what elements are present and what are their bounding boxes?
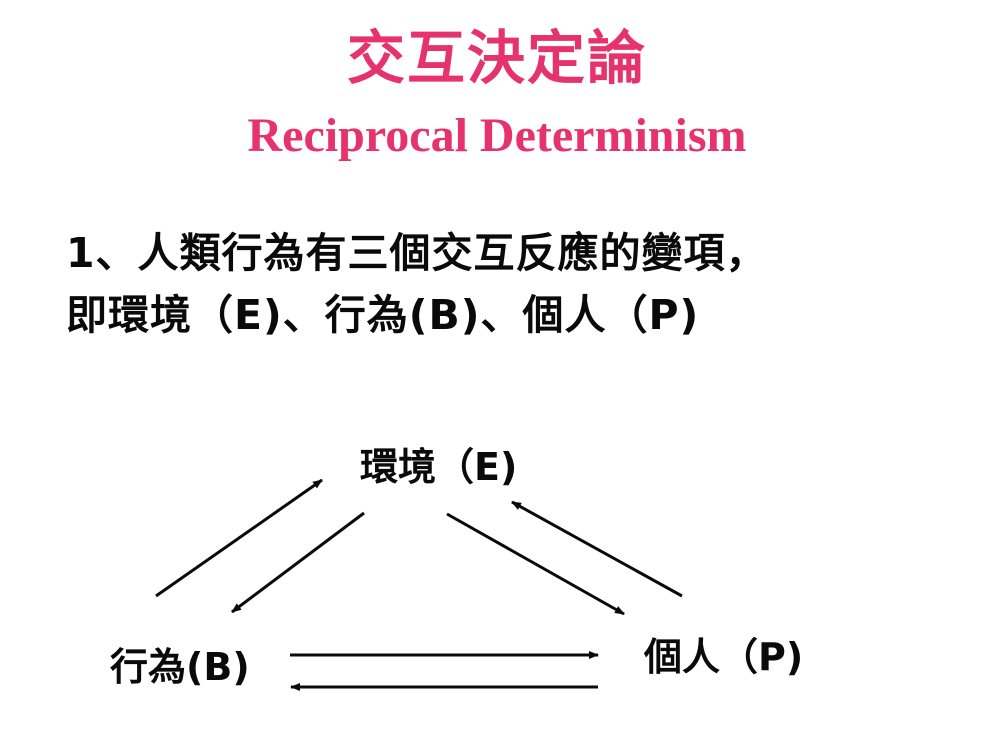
title-english: Reciprocal Determinism: [247, 109, 747, 162]
arrow-environment-to-behavior: [231, 511, 365, 614]
node-person: 個人（P): [644, 635, 804, 679]
node-behavior: 行為(B): [110, 645, 250, 689]
point-line-2: 即環境（E)、行為(B)、個人（P): [66, 291, 700, 339]
point-line-1: 1、人類行為有三個交互反應的變項，: [66, 229, 768, 277]
node-environment: 環境（E): [360, 445, 518, 489]
arrow-behavior-to-environment: [155, 478, 323, 598]
arrow-environment-to-person: [446, 512, 625, 616]
point-1: 1、人類行為有三個交互反應的變項， 即環境（E)、行為(B)、個人（P): [66, 222, 986, 346]
title-chinese: 交互決定論: [346, 24, 647, 92]
arrow-person-to-environment: [511, 500, 683, 598]
